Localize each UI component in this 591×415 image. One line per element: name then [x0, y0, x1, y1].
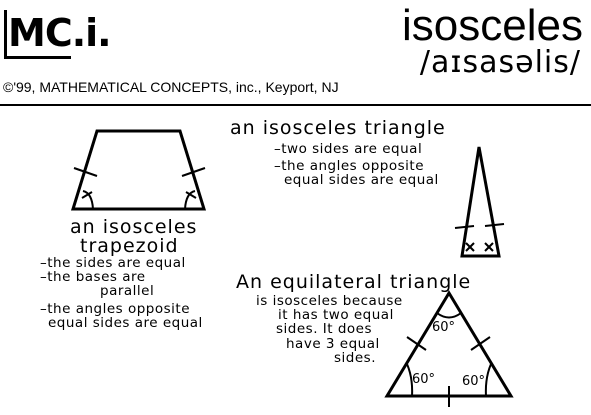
trapezoid-right-angle-arc: [184, 190, 196, 210]
equilateral-triangle-note: it has two equal: [278, 307, 394, 324]
iso-right-tick: [484, 223, 505, 227]
equilateral-triangle-heading: An equilateral triangle: [236, 271, 472, 293]
trapezoid-left-angle-tick: [81, 191, 93, 199]
iso-left-angle-mark-b: [465, 242, 475, 252]
trapezoid-left-angle-arc: [82, 190, 94, 210]
logo-frame: [4, 10, 71, 59]
equi-top-angle-label: 60°: [432, 320, 456, 335]
equi-right-angle-arc: [484, 363, 492, 397]
trapezoid-note: –the sides are equal: [40, 255, 186, 271]
equi-top-angle-arc: [436, 312, 462, 319]
isosceles-triangle-note: –the angles opposite: [274, 158, 425, 175]
trapezoid-heading-line1: an isosceles: [70, 216, 198, 238]
trapezoid-note: equal sides are equal: [48, 314, 203, 331]
header-divider: [0, 104, 591, 106]
iso-right-angle-mark-b: [484, 242, 494, 252]
term-title: isosceles: [402, 1, 583, 50]
equilateral-triangle-figure: [384, 290, 514, 407]
isosceles-triangle-note: –two sides are equal: [274, 141, 423, 157]
equilateral-triangle-note: sides. It does: [276, 321, 373, 338]
mci-logo: MC.i.: [4, 10, 112, 60]
equilateral-triangle-note: sides.: [334, 349, 376, 366]
copyright-line: ©'99, MATHEMATICAL CONCEPTS, inc., Keypo…: [3, 79, 339, 95]
isosceles-triangle-notes: –two sides are equal –the angles opposit…: [274, 142, 439, 188]
logo-text: MC.i.: [8, 11, 112, 55]
trapezoid-notes: –the sides are equal –the bases are para…: [40, 256, 203, 330]
equilateral-triangle-notes: is isosceles because it has two equal si…: [256, 294, 403, 365]
equi-left-angle-arc: [406, 363, 414, 397]
isosceles-triangle-heading: an isosceles triangle: [230, 117, 446, 139]
trapezoid-note: –the angles opposite: [40, 300, 191, 317]
equi-right-tick: [470, 336, 491, 351]
trapezoid-outline: [70, 129, 207, 211]
trapezoid-right-tick: [181, 167, 206, 177]
equi-left-tick: [406, 336, 427, 351]
equi-right-angle-label: 60°: [462, 374, 486, 389]
iso-left-tick: [454, 225, 475, 229]
isosceles-triangle-outline: [460, 146, 501, 258]
equilateral-triangle-note: is isosceles because: [256, 293, 403, 309]
pronunciation: /aɪsasəlis/: [419, 45, 581, 80]
isosceles-triangle-note: equal sides are equal: [284, 172, 439, 189]
equilateral-triangle-note: have 3 equal: [286, 335, 380, 352]
trapezoid-note: parallel: [100, 283, 155, 300]
trapezoid-note: –the bases are: [40, 269, 146, 286]
equi-left-angle-label: 60°: [412, 372, 436, 387]
equilateral-triangle-outline: [384, 290, 514, 398]
trapezoid-figure: [70, 129, 207, 211]
trapezoid-heading-line2: trapezoid: [80, 235, 179, 257]
trapezoid-right-angle-tick: [185, 191, 197, 199]
trapezoid-left-tick: [73, 167, 98, 177]
isosceles-triangle-figure: [454, 146, 505, 258]
